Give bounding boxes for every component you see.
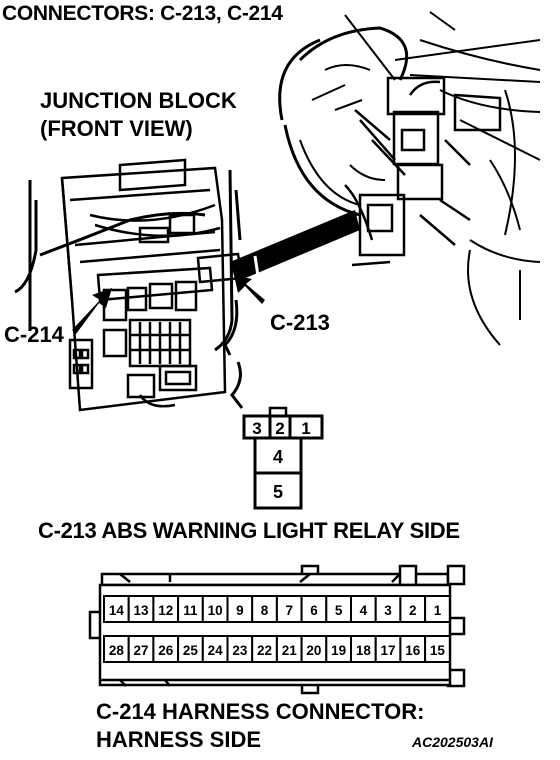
c214-pin-label: 8 — [261, 603, 269, 618]
c214-pin-label: 6 — [310, 603, 318, 618]
c214-pin-cell — [399, 595, 427, 623]
c214-caption-line2: HARNESS SIDE — [96, 727, 262, 752]
c214-pin-cell — [424, 635, 451, 663]
c214-caption-line1: C-214 HARNESS CONNECTOR: — [96, 699, 425, 724]
c214-pin-label: 24 — [208, 643, 224, 658]
c213-pin-label: 1 — [301, 419, 310, 438]
c213-pin-label: 5 — [273, 482, 283, 502]
c214-pin-label: 20 — [306, 643, 321, 658]
c214-pin-cell — [300, 595, 328, 623]
c214-pin-cell — [350, 595, 377, 623]
c214-pin-label: 3 — [384, 603, 392, 618]
c213-pin-label: 2 — [275, 419, 284, 438]
c214-pin-label: 13 — [134, 603, 150, 618]
c214-pin-label: 16 — [405, 643, 421, 658]
c214-pin-label: 17 — [381, 643, 396, 658]
c214-pin-label: 2 — [409, 603, 417, 618]
c214-pin-label: 22 — [257, 643, 272, 658]
c214-pin-label: 1 — [434, 603, 442, 618]
c213-pin-label: 3 — [252, 419, 261, 438]
c214-pin-label: 7 — [285, 603, 293, 618]
c213-caption: C-213 ABS WARNING LIGHT RELAY SIDE — [38, 518, 460, 543]
c214-pin-cell — [374, 595, 402, 623]
c214-pin-cell — [325, 635, 352, 663]
c214-pin-label: 14 — [109, 603, 125, 618]
c214-pin-label: 9 — [236, 603, 244, 618]
diagram-title: CONNECTORS: C-213, C-214 — [2, 2, 283, 25]
harness-wires — [14, 169, 244, 409]
junction-block-label: JUNCTION BLOCK — [40, 88, 237, 113]
c214-pin-label: 18 — [356, 643, 372, 658]
c214-pin-cell — [103, 635, 130, 663]
c214-pin-label: 10 — [208, 603, 223, 618]
c214-pin-label: 12 — [158, 603, 173, 618]
figure-code: AC202503AI — [412, 734, 493, 750]
connector-pointer-band — [230, 210, 360, 282]
junction-block-view-label: (FRONT VIEW) — [40, 116, 193, 141]
c213-pin-label: 4 — [273, 447, 283, 467]
c214-pin-label: 21 — [282, 643, 298, 658]
c213-connector — [242, 406, 324, 510]
c214-pin-cell — [177, 595, 204, 623]
c214-connector — [88, 564, 466, 695]
c214-pin-cell — [275, 635, 303, 663]
c214-callout-label: C-214 — [4, 322, 64, 347]
c214-pin-label: 28 — [109, 643, 125, 658]
c214-pin-cell — [300, 635, 328, 663]
c214-pin-cell — [226, 635, 254, 663]
c214-pin-cell — [201, 595, 229, 623]
relay-cluster-illustration — [344, 76, 502, 267]
c214-callout-arrow — [72, 288, 112, 334]
c214-pin-label: 23 — [232, 643, 248, 658]
c214-pin-label: 26 — [158, 643, 174, 658]
c214-pin-label: 27 — [134, 643, 149, 658]
c214-pin-label: 15 — [430, 643, 446, 658]
c214-pin-label: 19 — [331, 643, 346, 658]
junction-block-illustration — [60, 158, 244, 412]
c213-callout-label: C-213 — [270, 310, 330, 335]
c214-pin-label: 25 — [183, 643, 199, 658]
c214-pin-label: 5 — [335, 603, 343, 618]
c214-pin-label: 4 — [360, 603, 368, 618]
c214-pin-cell — [424, 595, 451, 623]
c214-pin-label: 11 — [183, 603, 198, 618]
dashboard-illustration — [278, 11, 541, 346]
c213-callout-arrow — [234, 275, 265, 304]
